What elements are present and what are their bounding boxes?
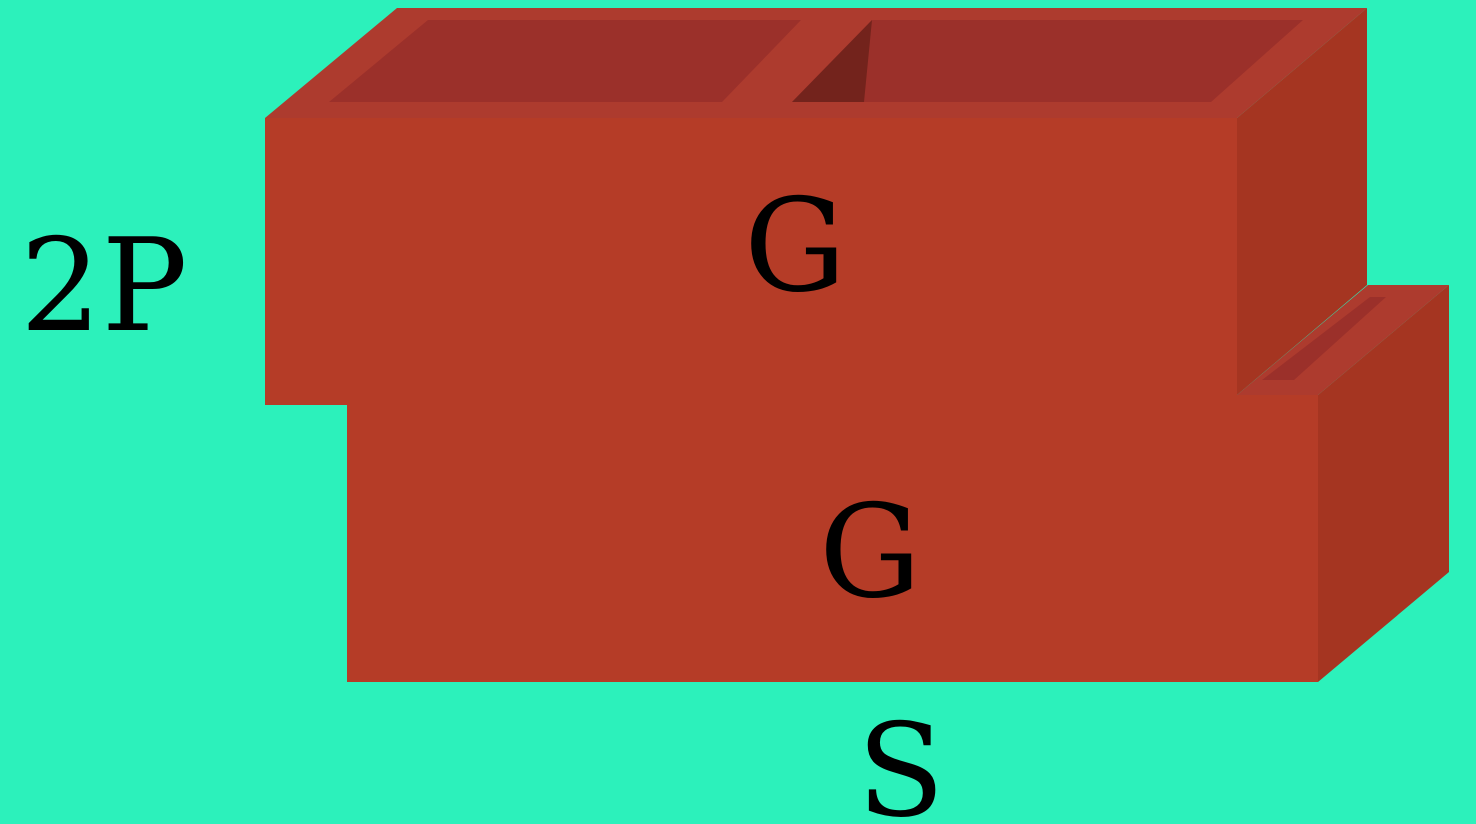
bottom-brick-right-face: [1318, 285, 1449, 682]
top-brick-right-face: [1237, 8, 1367, 395]
top-brick-cavity-left: [329, 20, 801, 102]
bottom-brick-cavity: [1262, 297, 1386, 380]
bottom-label: S: [857, 697, 945, 824]
top-brick-cavity-right: [792, 20, 1303, 102]
bottom-brick-front-face: [347, 395, 1318, 682]
side-label: 2P: [20, 212, 188, 361]
top-brick-front-face: [265, 118, 1237, 405]
bottom-brick: [347, 285, 1449, 682]
top-brick-label: G: [744, 172, 846, 321]
bottom-brick-label: G: [819, 478, 921, 627]
top-brick: [265, 8, 1367, 405]
top-brick-cavity-shadow: [792, 20, 872, 102]
